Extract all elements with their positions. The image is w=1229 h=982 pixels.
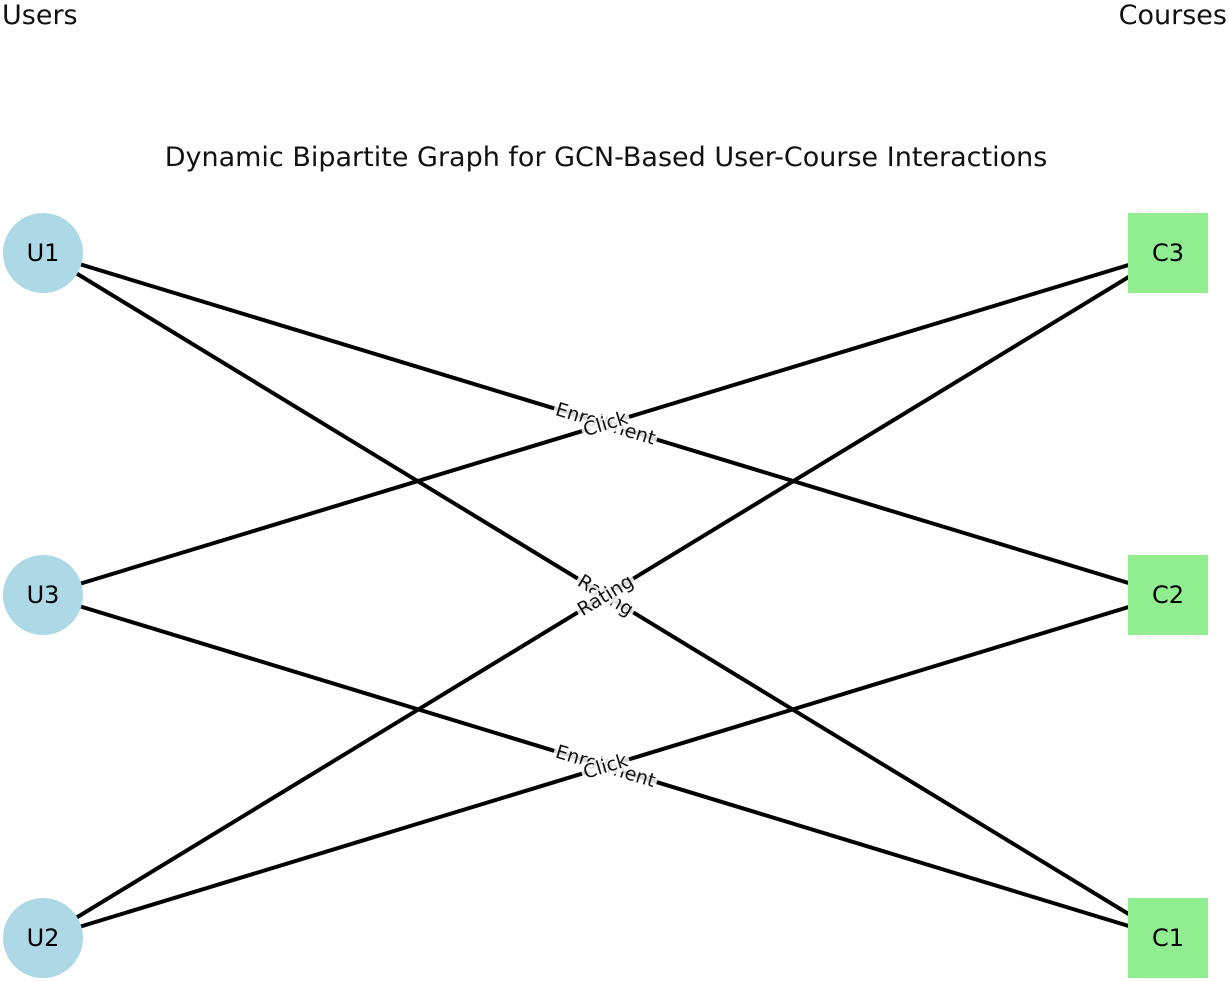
user-node-label: U3 — [27, 581, 60, 609]
course-node-label: C2 — [1152, 581, 1184, 609]
diagram-title: Dynamic Bipartite Graph for GCN-Based Us… — [165, 142, 1048, 173]
edge-label-background — [572, 569, 639, 622]
course-node-c1 — [1128, 898, 1208, 978]
user-node-u2 — [3, 898, 83, 978]
edge-labels-layer: EnrollmentRatingClickEnrollmentRatingCli… — [551, 398, 660, 792]
edge-label-background — [579, 749, 632, 784]
user-node-u1 — [3, 213, 83, 293]
user-node-label: U1 — [27, 239, 60, 267]
edge-label-background — [579, 407, 632, 441]
user-node-label: U2 — [27, 924, 60, 952]
user-node-u3 — [3, 555, 83, 635]
users-header: Users — [2, 0, 78, 31]
courses-header: Courses — [1119, 0, 1227, 31]
course-node-label: C3 — [1152, 239, 1184, 267]
course-node-label: C1 — [1152, 924, 1184, 952]
course-node-c2 — [1128, 555, 1208, 635]
course-node-c3 — [1128, 213, 1208, 293]
